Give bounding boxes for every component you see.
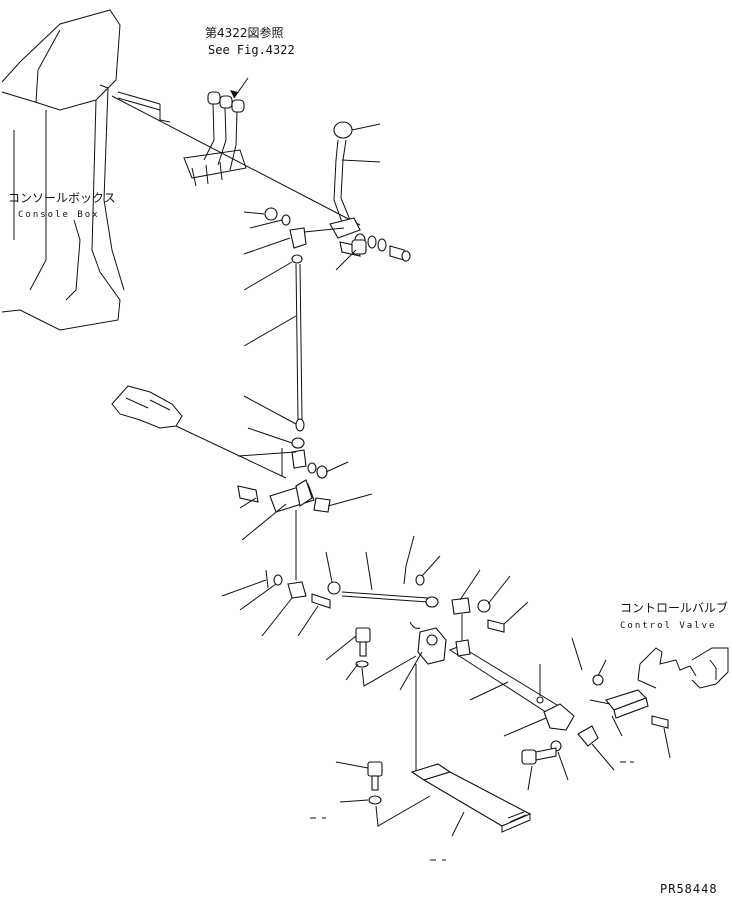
leader-lower-clevis bbox=[237, 451, 297, 457]
leader-bracket-washer bbox=[345, 663, 359, 681]
lever-pivot-parts bbox=[339, 233, 411, 262]
console-label-jp: コンソールボックス bbox=[8, 191, 116, 205]
leader-crank-washer bbox=[325, 461, 349, 473]
leader-bracket bbox=[399, 651, 423, 691]
leader-pedal bbox=[451, 811, 465, 837]
pedal-shaft bbox=[448, 639, 575, 731]
valve-linkage bbox=[521, 674, 669, 765]
leader-locknut bbox=[243, 261, 293, 291]
left-bracket bbox=[111, 385, 183, 429]
leader-lower-thread bbox=[243, 395, 297, 425]
upper-clevis bbox=[264, 207, 307, 264]
lever-group-ref bbox=[183, 91, 247, 187]
linkage-rod bbox=[265, 565, 505, 633]
bell-crank bbox=[237, 449, 331, 513]
leader-nut bbox=[243, 211, 265, 215]
leader-shaft-end bbox=[503, 717, 547, 737]
leader-crank bbox=[241, 503, 287, 541]
leader-valve-lever bbox=[591, 743, 615, 771]
console-label-en: Console Box bbox=[18, 210, 100, 220]
leader-valve-nut bbox=[597, 659, 607, 677]
leader-valve-pin bbox=[571, 637, 583, 671]
leader-cotter-pin-right bbox=[405, 535, 415, 567]
leader-crank-bolt bbox=[239, 497, 257, 509]
leader-rod-end bbox=[261, 597, 293, 637]
valve-label-en: Control Valve bbox=[620, 621, 716, 631]
leader-pedal-bolt bbox=[335, 761, 369, 769]
leader-washer-left bbox=[239, 583, 277, 611]
leader-knob bbox=[351, 123, 381, 131]
leader-lower-nut bbox=[247, 427, 293, 444]
leader-valve-bolt bbox=[527, 765, 533, 791]
pedal-bolt bbox=[367, 761, 383, 805]
leader-valve-clamp bbox=[611, 715, 623, 737]
leader-rod-nut bbox=[325, 551, 333, 583]
pedal bbox=[410, 763, 532, 833]
leader-shaft bbox=[469, 681, 509, 701]
valve-label-jp: コントロールバルブ bbox=[620, 600, 728, 615]
console-leader-line bbox=[111, 95, 361, 226]
leader-washer bbox=[249, 219, 283, 229]
valve-lever-link bbox=[589, 699, 611, 705]
fig-ref-en: See Fig.4322 bbox=[208, 43, 295, 57]
leader-rod-bolt bbox=[297, 605, 319, 637]
leader-clevis bbox=[243, 237, 291, 255]
leader-valve-clamp-bolt bbox=[663, 727, 671, 759]
pedal-bracket bbox=[355, 621, 447, 668]
leader-rod bbox=[243, 315, 297, 347]
control-valve bbox=[637, 647, 729, 689]
leader-bolt bbox=[335, 249, 357, 271]
leader-bolt-right bbox=[503, 601, 529, 625]
part-code: PR58448 bbox=[660, 882, 718, 896]
bracket-link-line bbox=[361, 655, 417, 687]
fig-ref-jp: 第4322図参照 bbox=[205, 25, 284, 40]
vertical-rod bbox=[291, 263, 305, 449]
left-bracket-leader bbox=[175, 425, 287, 479]
leader-nut-right bbox=[487, 575, 511, 605]
leader-cotter-pin-left bbox=[221, 579, 267, 597]
leader-lever bbox=[341, 159, 381, 163]
link-clevis-lever bbox=[303, 227, 345, 233]
travel-lever bbox=[329, 121, 361, 239]
leader-rod-shaft bbox=[365, 551, 373, 591]
leader-bushing bbox=[327, 493, 373, 507]
leader-rod-end-right bbox=[459, 569, 481, 601]
pedal-bolt-link bbox=[375, 795, 431, 827]
leader-washer-right bbox=[421, 555, 441, 577]
leader-pedal-washer bbox=[339, 799, 369, 803]
fig-ref-arrow bbox=[233, 77, 249, 99]
leader-bracket-bolt bbox=[325, 635, 357, 661]
console-box bbox=[1, 9, 171, 331]
fig-ref-arrowhead bbox=[230, 90, 238, 98]
leader-valve-washer bbox=[557, 751, 569, 781]
